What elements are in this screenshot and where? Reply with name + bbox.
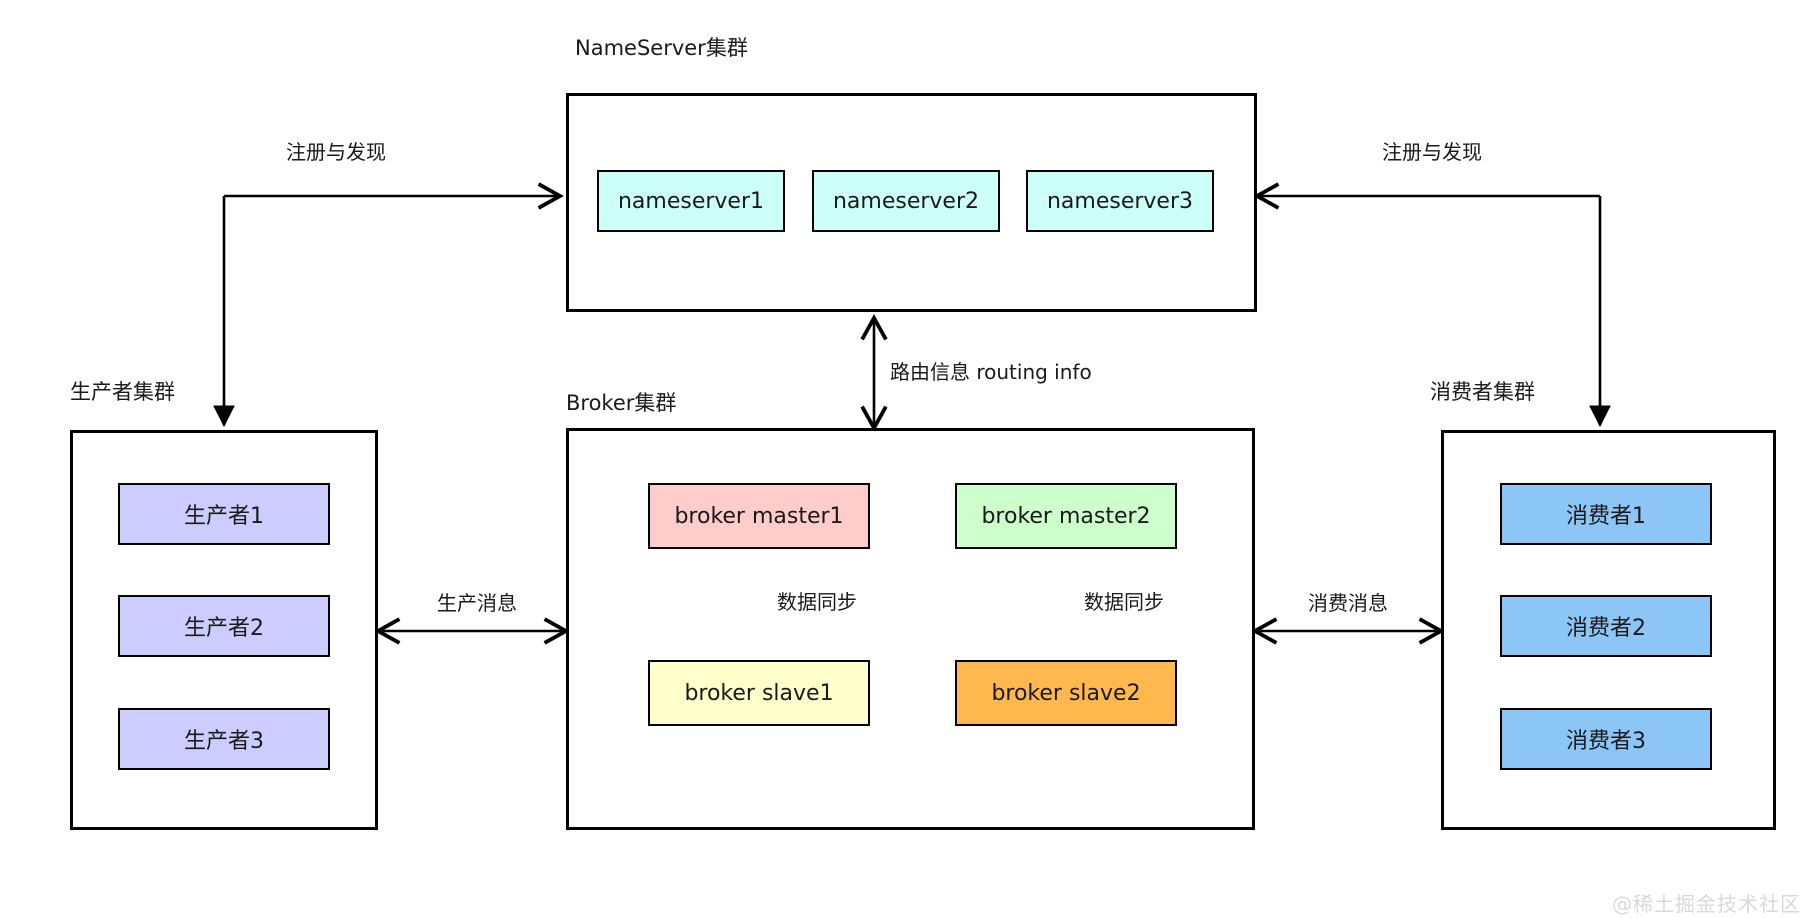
node-nameserver2[interactable]: nameserver2 [812,170,1000,232]
node-consumer-1[interactable]: 消费者1 [1500,483,1712,545]
node-producer-2[interactable]: 生产者2 [118,595,330,657]
node-nameserver1[interactable]: nameserver1 [597,170,785,232]
nameserver-cluster-title: NameServer集群 [575,36,748,60]
producer-cluster-title: 生产者集群 [70,380,175,404]
node-consumer-3[interactable]: 消费者3 [1500,708,1712,770]
edge-label-producer-register: 注册与发现 [286,140,386,164]
node-broker-slave1[interactable]: broker slave1 [648,660,870,726]
edge-label-routing-info: 路由信息 routing info [890,360,1092,384]
node-producer-3[interactable]: 生产者3 [118,708,330,770]
node-producer-1[interactable]: 生产者1 [118,483,330,545]
node-broker-master1[interactable]: broker master1 [648,483,870,549]
node-consumer-2[interactable]: 消费者2 [1500,595,1712,657]
watermark-text: @稀土掘金技术社区 [1612,892,1801,916]
node-broker-master2[interactable]: broker master2 [955,483,1177,549]
edge-consumer-to-nameserver [1253,182,1611,428]
edge-label-consume-message: 消费消息 [1308,591,1388,615]
edge-label-sync-right: 数据同步 [1084,590,1164,614]
edge-label-produce-message: 生产消息 [437,591,517,615]
node-nameserver3[interactable]: nameserver3 [1026,170,1214,232]
edge-label-sync-left: 数据同步 [777,590,857,614]
broker-cluster-title: Broker集群 [566,391,677,415]
node-broker-slave2[interactable]: broker slave2 [955,660,1177,726]
edge-label-consumer-register: 注册与发现 [1382,140,1482,164]
edge-producer-to-nameserver [213,182,564,428]
consumer-cluster-title: 消费者集群 [1430,380,1535,404]
